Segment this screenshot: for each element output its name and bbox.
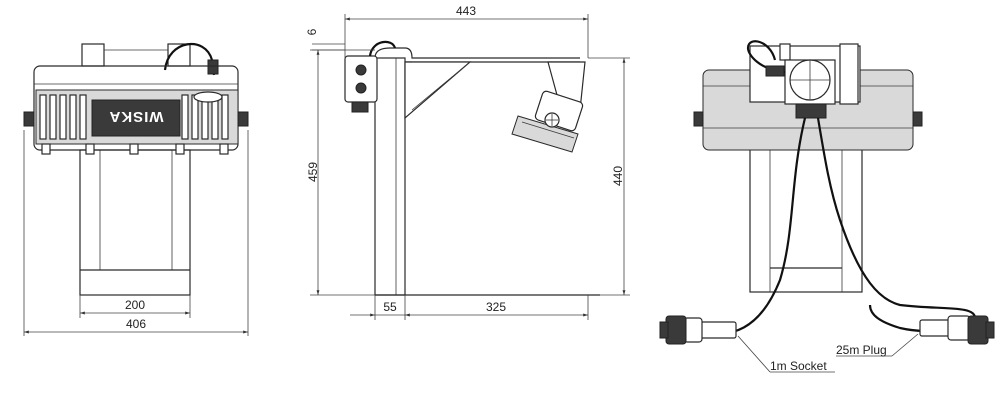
socket-label: 1m Socket	[770, 359, 827, 373]
rear-plug-cable-a	[816, 117, 977, 319]
dim-label-base-right: 325	[486, 300, 506, 314]
plug-label: 25m Plug	[836, 343, 887, 357]
front-stand-column	[79, 149, 191, 296]
front-knob-right	[237, 111, 249, 127]
front-bottom-clips	[41, 143, 229, 155]
plug-leader	[891, 333, 919, 357]
front-cooling-fins	[39, 94, 229, 140]
dim-label-height-right: 440	[611, 166, 625, 186]
plug-connector	[919, 315, 995, 345]
side-vertical-post	[374, 57, 406, 296]
front-knob-left	[23, 111, 35, 127]
front-brand-plate	[91, 99, 181, 137]
side-lamp-head	[511, 61, 586, 153]
dim-label-base-left: 55	[383, 300, 397, 314]
side-cable	[368, 40, 397, 57]
front-cable	[163, 42, 216, 76]
rear-view: 1m Socket 25m Plug	[659, 40, 995, 373]
dim-label-outer-width: 406	[126, 317, 146, 331]
dim-label-inner-width: 200	[125, 298, 145, 312]
socket-leader	[737, 335, 771, 373]
side-gland	[351, 101, 369, 113]
side-junction-box	[344, 55, 378, 103]
dim-label-top-width: 443	[456, 4, 476, 18]
front-handle-left	[81, 43, 105, 67]
dim-label-top-offset: 6	[305, 28, 319, 35]
dim-label-height-left: 459	[306, 162, 320, 182]
side-top-arm	[404, 47, 580, 59]
side-view: 443 6 459 440 55 325	[305, 4, 630, 320]
rear-glands	[795, 103, 827, 119]
front-cable-connector	[207, 59, 219, 75]
socket-connector	[659, 315, 737, 345]
front-view: WISKA 200 406	[23, 42, 249, 336]
front-brand-label: WISKA	[109, 108, 164, 125]
